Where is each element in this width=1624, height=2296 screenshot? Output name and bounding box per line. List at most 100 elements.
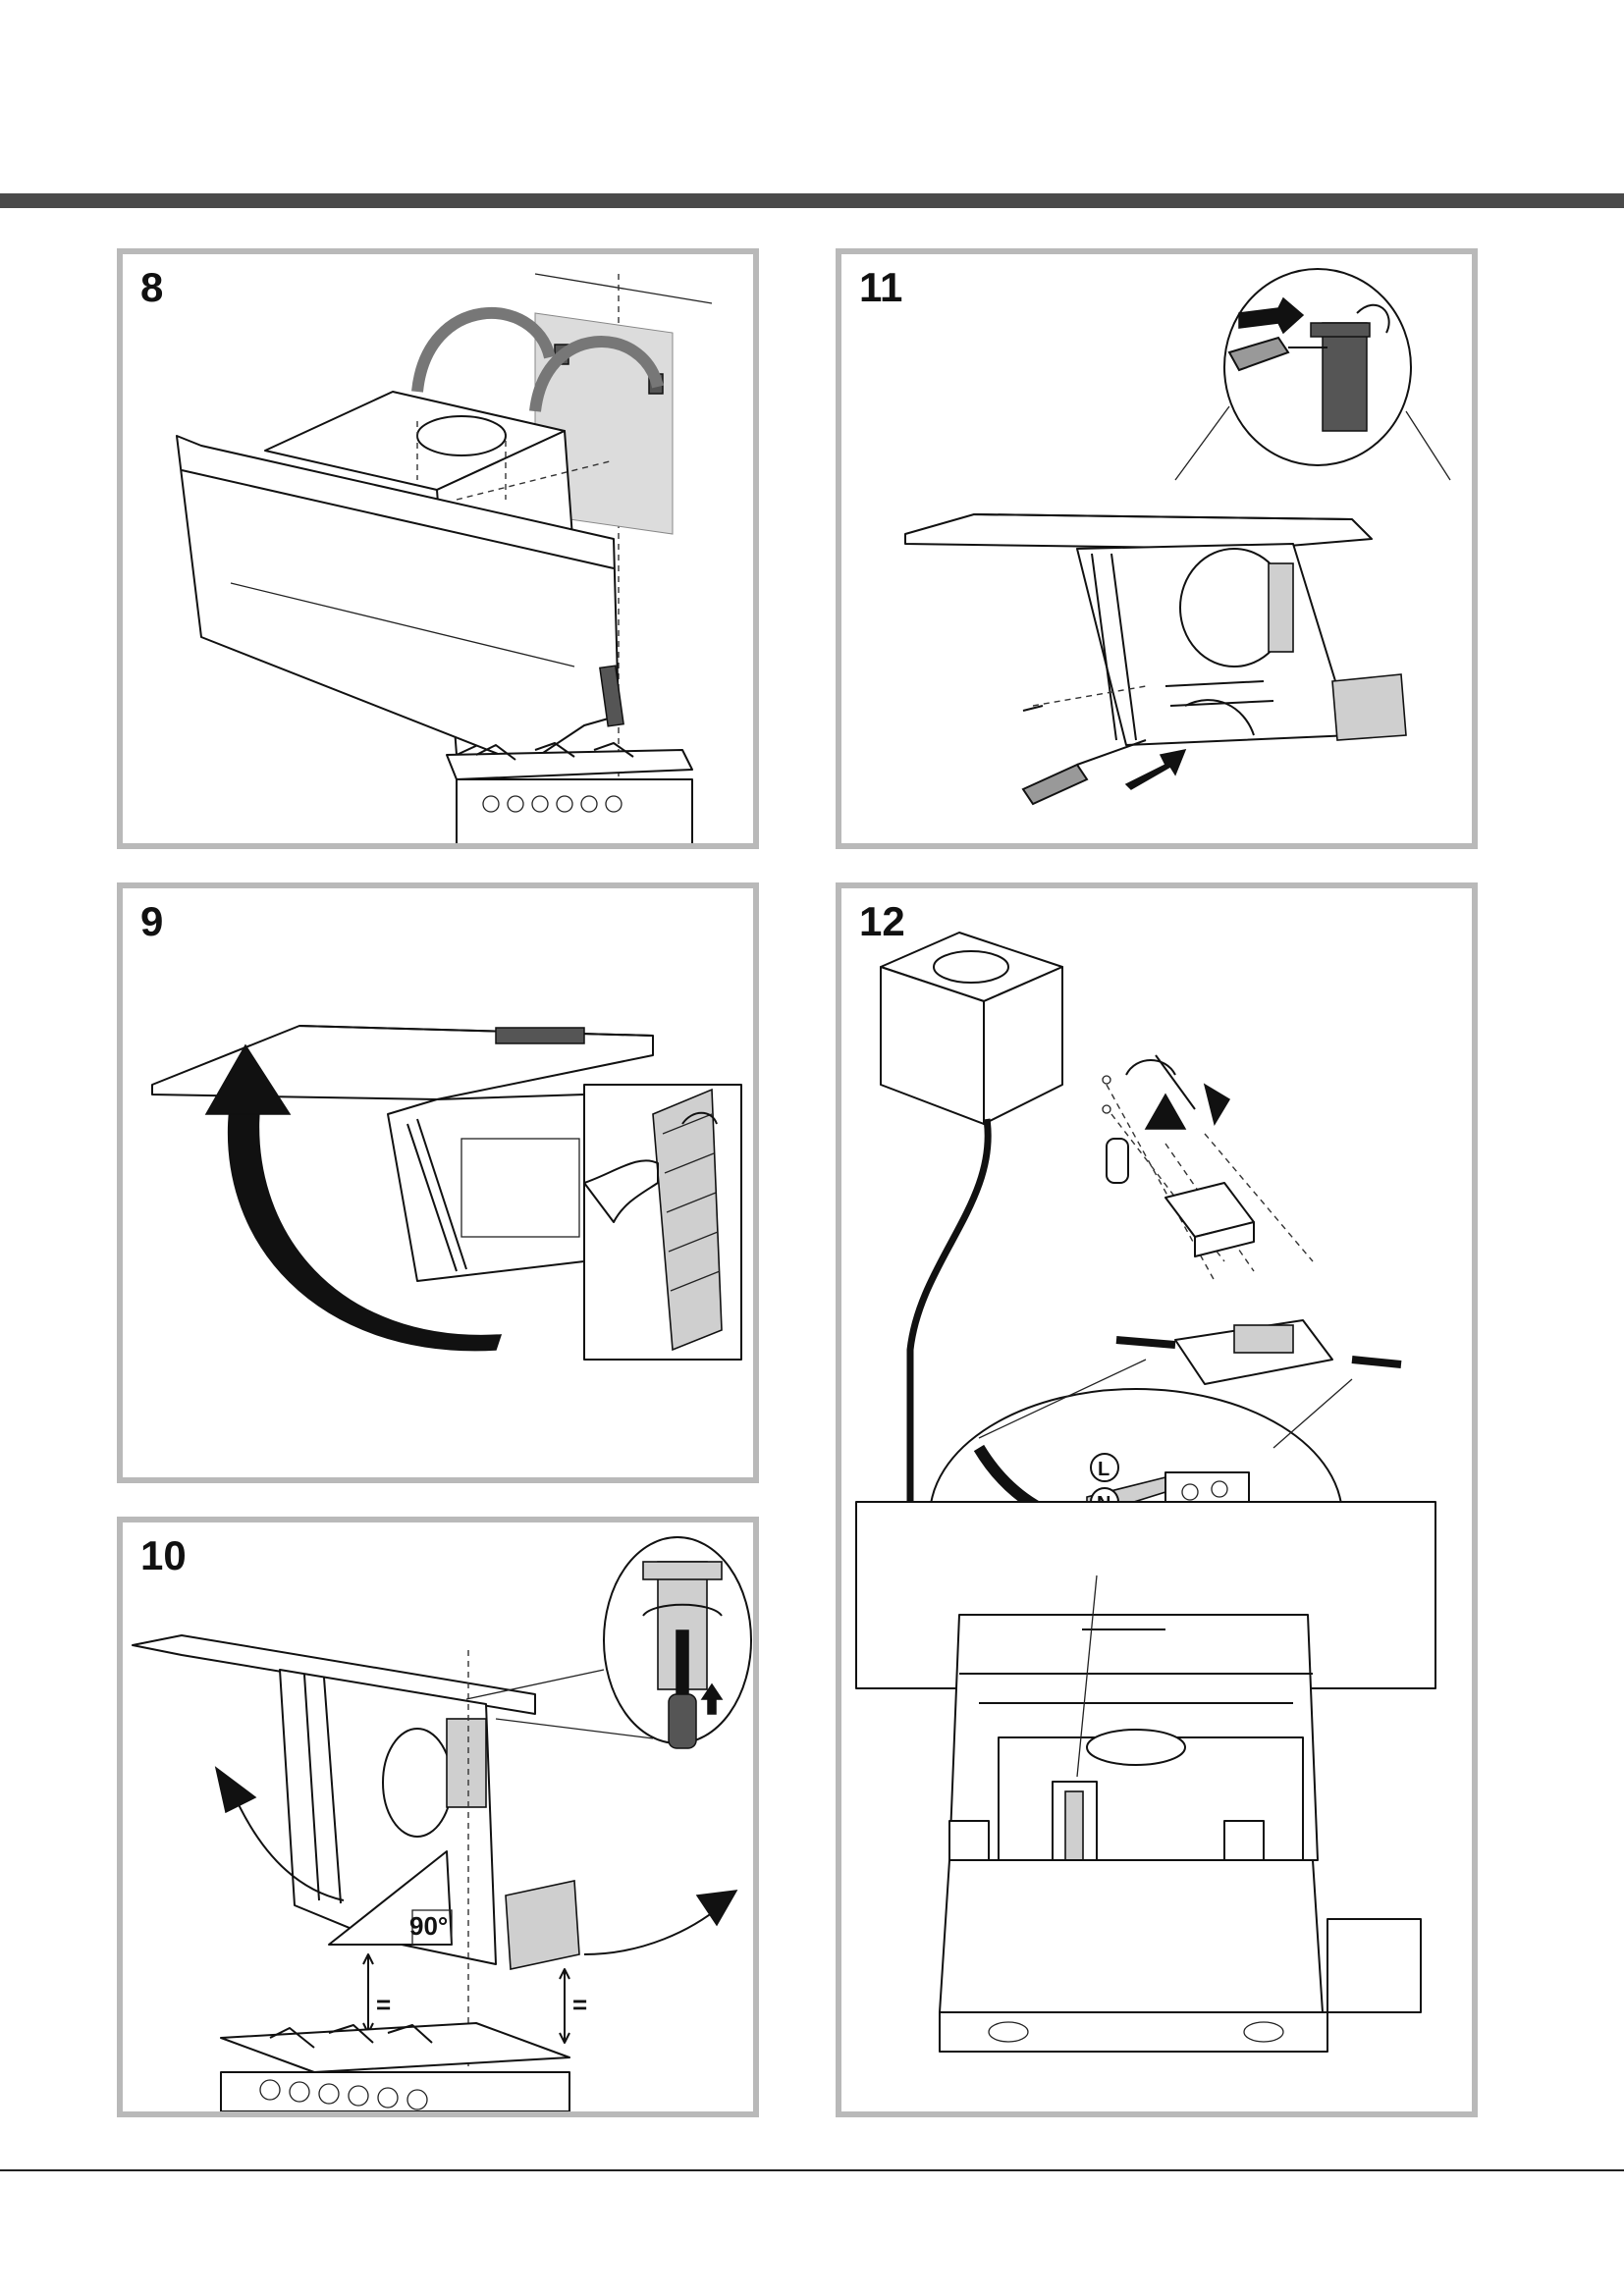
push-arrow-icon [1238, 296, 1305, 335]
header-bar [0, 193, 1624, 208]
cooker-knobs [259, 2079, 428, 2110]
up-arrow-shaft [707, 1698, 717, 1715]
screw-icon [1022, 705, 1044, 712]
line-terminal-badge [1090, 1453, 1119, 1482]
hand [583, 1159, 659, 1223]
equal-mark: = [376, 1990, 391, 2019]
terminal-cover-side [1194, 1221, 1255, 1257]
filter-mesh [662, 1113, 721, 1292]
grille [495, 1027, 585, 1044]
arrowhead-icon [695, 1890, 738, 1927]
out-arrow-icon [1203, 1083, 1231, 1126]
square-tool [328, 1850, 453, 1946]
burner-grates [269, 2024, 433, 2049]
step-10-panel: 10 90° = = [117, 1517, 759, 2117]
glass-edge [973, 513, 1353, 520]
cable-end [1115, 1336, 1176, 1349]
screwdriver-icon [676, 1629, 689, 1700]
blower [382, 1728, 453, 1838]
cooker-body [456, 778, 693, 843]
rotate-arrow-icon [1356, 303, 1390, 334]
callout-lines [465, 1669, 654, 1739]
light-icon [1243, 2021, 1284, 2043]
equal-mark: = [572, 1990, 587, 2019]
step-10-illustration: 90° = = [132, 1536, 752, 2111]
tilt-arrow-right-icon [583, 1904, 723, 1955]
height-arrow [559, 1968, 570, 2044]
step-number: 9 [140, 898, 164, 944]
filter-opening [460, 1138, 580, 1238]
step-9-panel: 9 [117, 882, 759, 1483]
step-number: 10 [140, 1532, 187, 1578]
glass-edge [298, 1025, 654, 1037]
step-9-illustration [151, 1025, 742, 1361]
hood-body [939, 1859, 1324, 2013]
frame-crossbars [959, 1673, 1313, 1704]
guide-dashes [416, 421, 615, 501]
push-arrow-icon [1124, 748, 1187, 790]
arrowhead-icon [204, 1043, 292, 1115]
screwdriver-icon [1155, 1054, 1196, 1110]
duct-collar [933, 950, 1009, 984]
lift-arrow-icon [411, 307, 556, 393]
screw-icon [1102, 1104, 1111, 1114]
lift-arrow-icon [529, 336, 664, 412]
tilt-arrow-left-icon [230, 1787, 345, 1901]
screwdriver-handle [1227, 336, 1290, 372]
glass-panel [132, 1634, 536, 1715]
screwdriver-handle [668, 1693, 697, 1749]
rotate-arrow-icon [1125, 1059, 1176, 1076]
grease-filter [652, 1088, 723, 1352]
motor-bracket [1268, 562, 1294, 653]
small-arrow-icon [681, 1111, 718, 1125]
glass-reflection [230, 582, 575, 667]
control-box [1331, 673, 1407, 741]
frame-rails [303, 1674, 342, 1904]
control-box [505, 1880, 580, 1970]
line-terminal-label: L [1098, 1459, 1110, 1480]
frame-rails [406, 1118, 467, 1272]
cable-clamp [1106, 1138, 1129, 1184]
step-number: 11 [859, 264, 903, 310]
power-cable [906, 1118, 992, 1502]
guide-dashes [1032, 685, 1147, 707]
right-angle-box [411, 1909, 453, 1946]
arrowhead-icon [214, 1766, 257, 1814]
burner-grates [475, 742, 634, 761]
guide-dashes [1106, 1084, 1314, 1282]
terminal-screws [1233, 1324, 1294, 1354]
bracket-icon [1322, 322, 1368, 432]
terminal-block-small [1064, 1790, 1084, 1861]
control-box [1326, 1918, 1422, 2013]
hood-bottom [939, 2011, 1328, 2053]
height-arrow [362, 1953, 374, 2034]
step-8-panel: 8 [117, 248, 759, 849]
frame-rails [1091, 553, 1137, 741]
callout-lines [978, 1359, 1353, 1449]
blower-outlet [1086, 1729, 1186, 1766]
cooker-knobs [482, 795, 623, 813]
bracket-top [1310, 322, 1371, 338]
junction-box-side [983, 966, 1063, 1125]
rotate-arrow-icon [1184, 699, 1255, 736]
callout-lines [1174, 405, 1451, 481]
cooker-top [446, 749, 693, 780]
cooker-top [220, 2022, 570, 2073]
bracket-top [642, 1561, 723, 1580]
duct-outlet [416, 415, 507, 456]
step-number: 8 [140, 264, 164, 310]
glass-panel [176, 435, 620, 766]
step-11-panel: 11 [836, 248, 1478, 849]
screw-icon [1102, 1075, 1111, 1085]
step-12-panel: 12 L N [836, 882, 1478, 2117]
up-arrow-icon [1144, 1093, 1187, 1130]
wall-line [534, 273, 713, 304]
rotate-arrow-icon [227, 1098, 503, 1352]
rotate-arrow-icon [642, 1603, 723, 1617]
glass-edge [181, 469, 615, 569]
step-8-illustration [176, 273, 713, 843]
hood-frame [387, 1094, 585, 1282]
step-12-illustration: L N [855, 932, 1436, 2053]
cable-end [1351, 1356, 1402, 1368]
bracket-icon [446, 1718, 487, 1808]
